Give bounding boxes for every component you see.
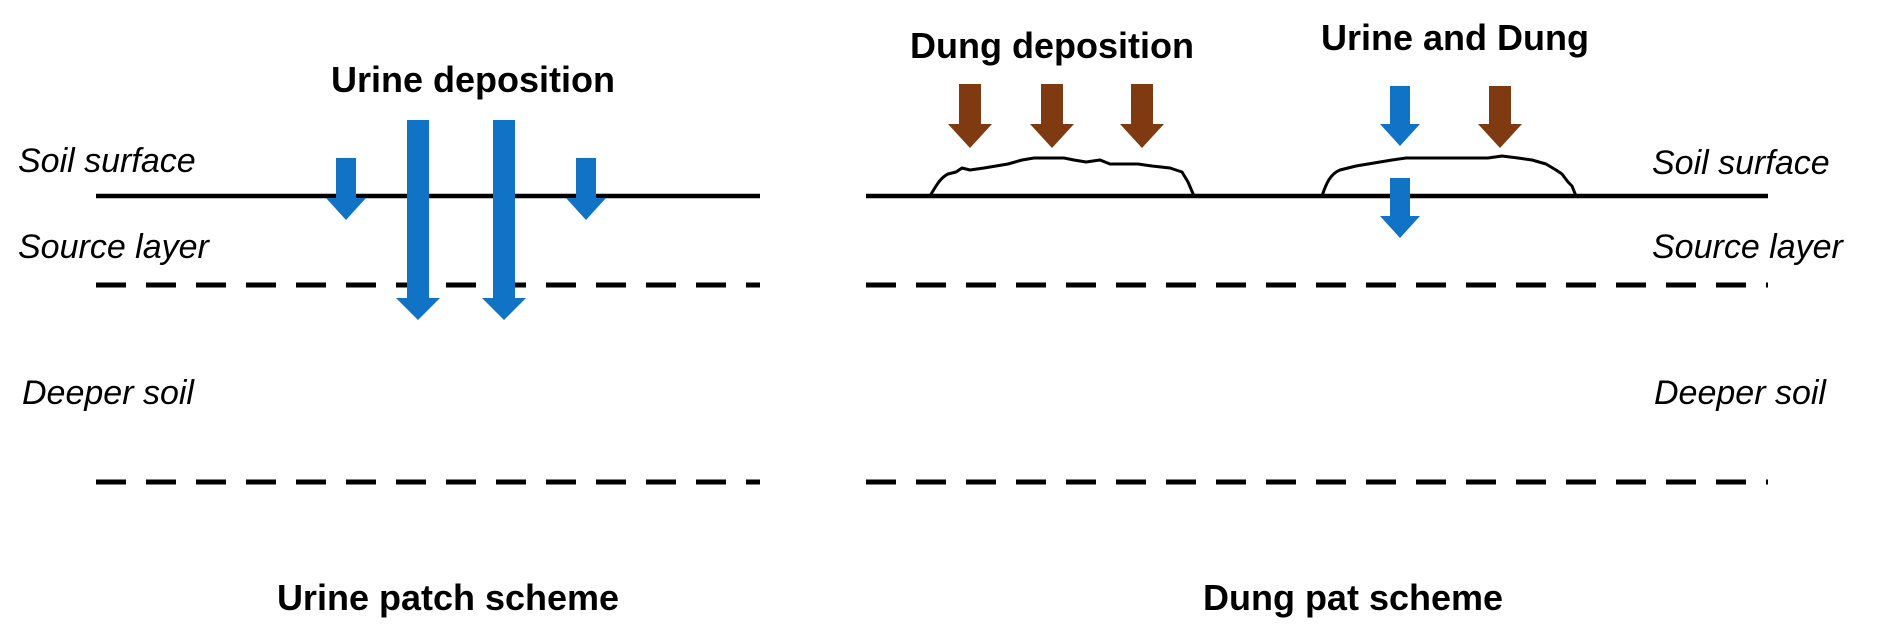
- urine-arrow-long-right: [482, 120, 526, 320]
- right-deeper-soil-label: Deeper soil: [1654, 374, 1827, 412]
- dung-arrow-2: [1030, 84, 1074, 148]
- dung-arrow-3: [1120, 84, 1164, 148]
- right-soil-surface-label: Soil surface: [1652, 144, 1830, 182]
- urine-patch-panel: Urine deposition Soil surface Source lay…: [18, 59, 760, 618]
- dung-deposition-label: Dung deposition: [910, 25, 1194, 66]
- urine-deposition-label: Urine deposition: [331, 59, 615, 100]
- right-source-layer-label: Source layer: [1652, 228, 1845, 266]
- dung-pat-caption: Dung pat scheme: [1203, 577, 1503, 618]
- urine-arrow-long-left: [396, 120, 440, 320]
- left-source-layer-label: Source layer: [18, 228, 211, 266]
- urine-arrow-short-right: [566, 158, 606, 220]
- dung-pat-panel: Dung deposition Urine and Dung Soil surf…: [866, 17, 1845, 618]
- dung-arrow-on-pat: [1478, 86, 1522, 148]
- urine-dung-pat-shape: [1320, 154, 1578, 197]
- urine-arrow-below-pat: [1380, 178, 1420, 238]
- flow-arrows: [326, 84, 1522, 320]
- left-deeper-soil-label: Deeper soil: [22, 374, 195, 412]
- urine-patch-caption: Urine patch scheme: [277, 577, 619, 618]
- urine-and-dung-label: Urine and Dung: [1321, 17, 1589, 58]
- left-soil-surface-label: Soil surface: [18, 142, 196, 180]
- urine-arrow-short-left: [326, 158, 366, 220]
- dung-arrow-1: [948, 84, 992, 148]
- dung-pat-shape: [928, 156, 1196, 197]
- urine-arrow-on-pat: [1380, 86, 1420, 146]
